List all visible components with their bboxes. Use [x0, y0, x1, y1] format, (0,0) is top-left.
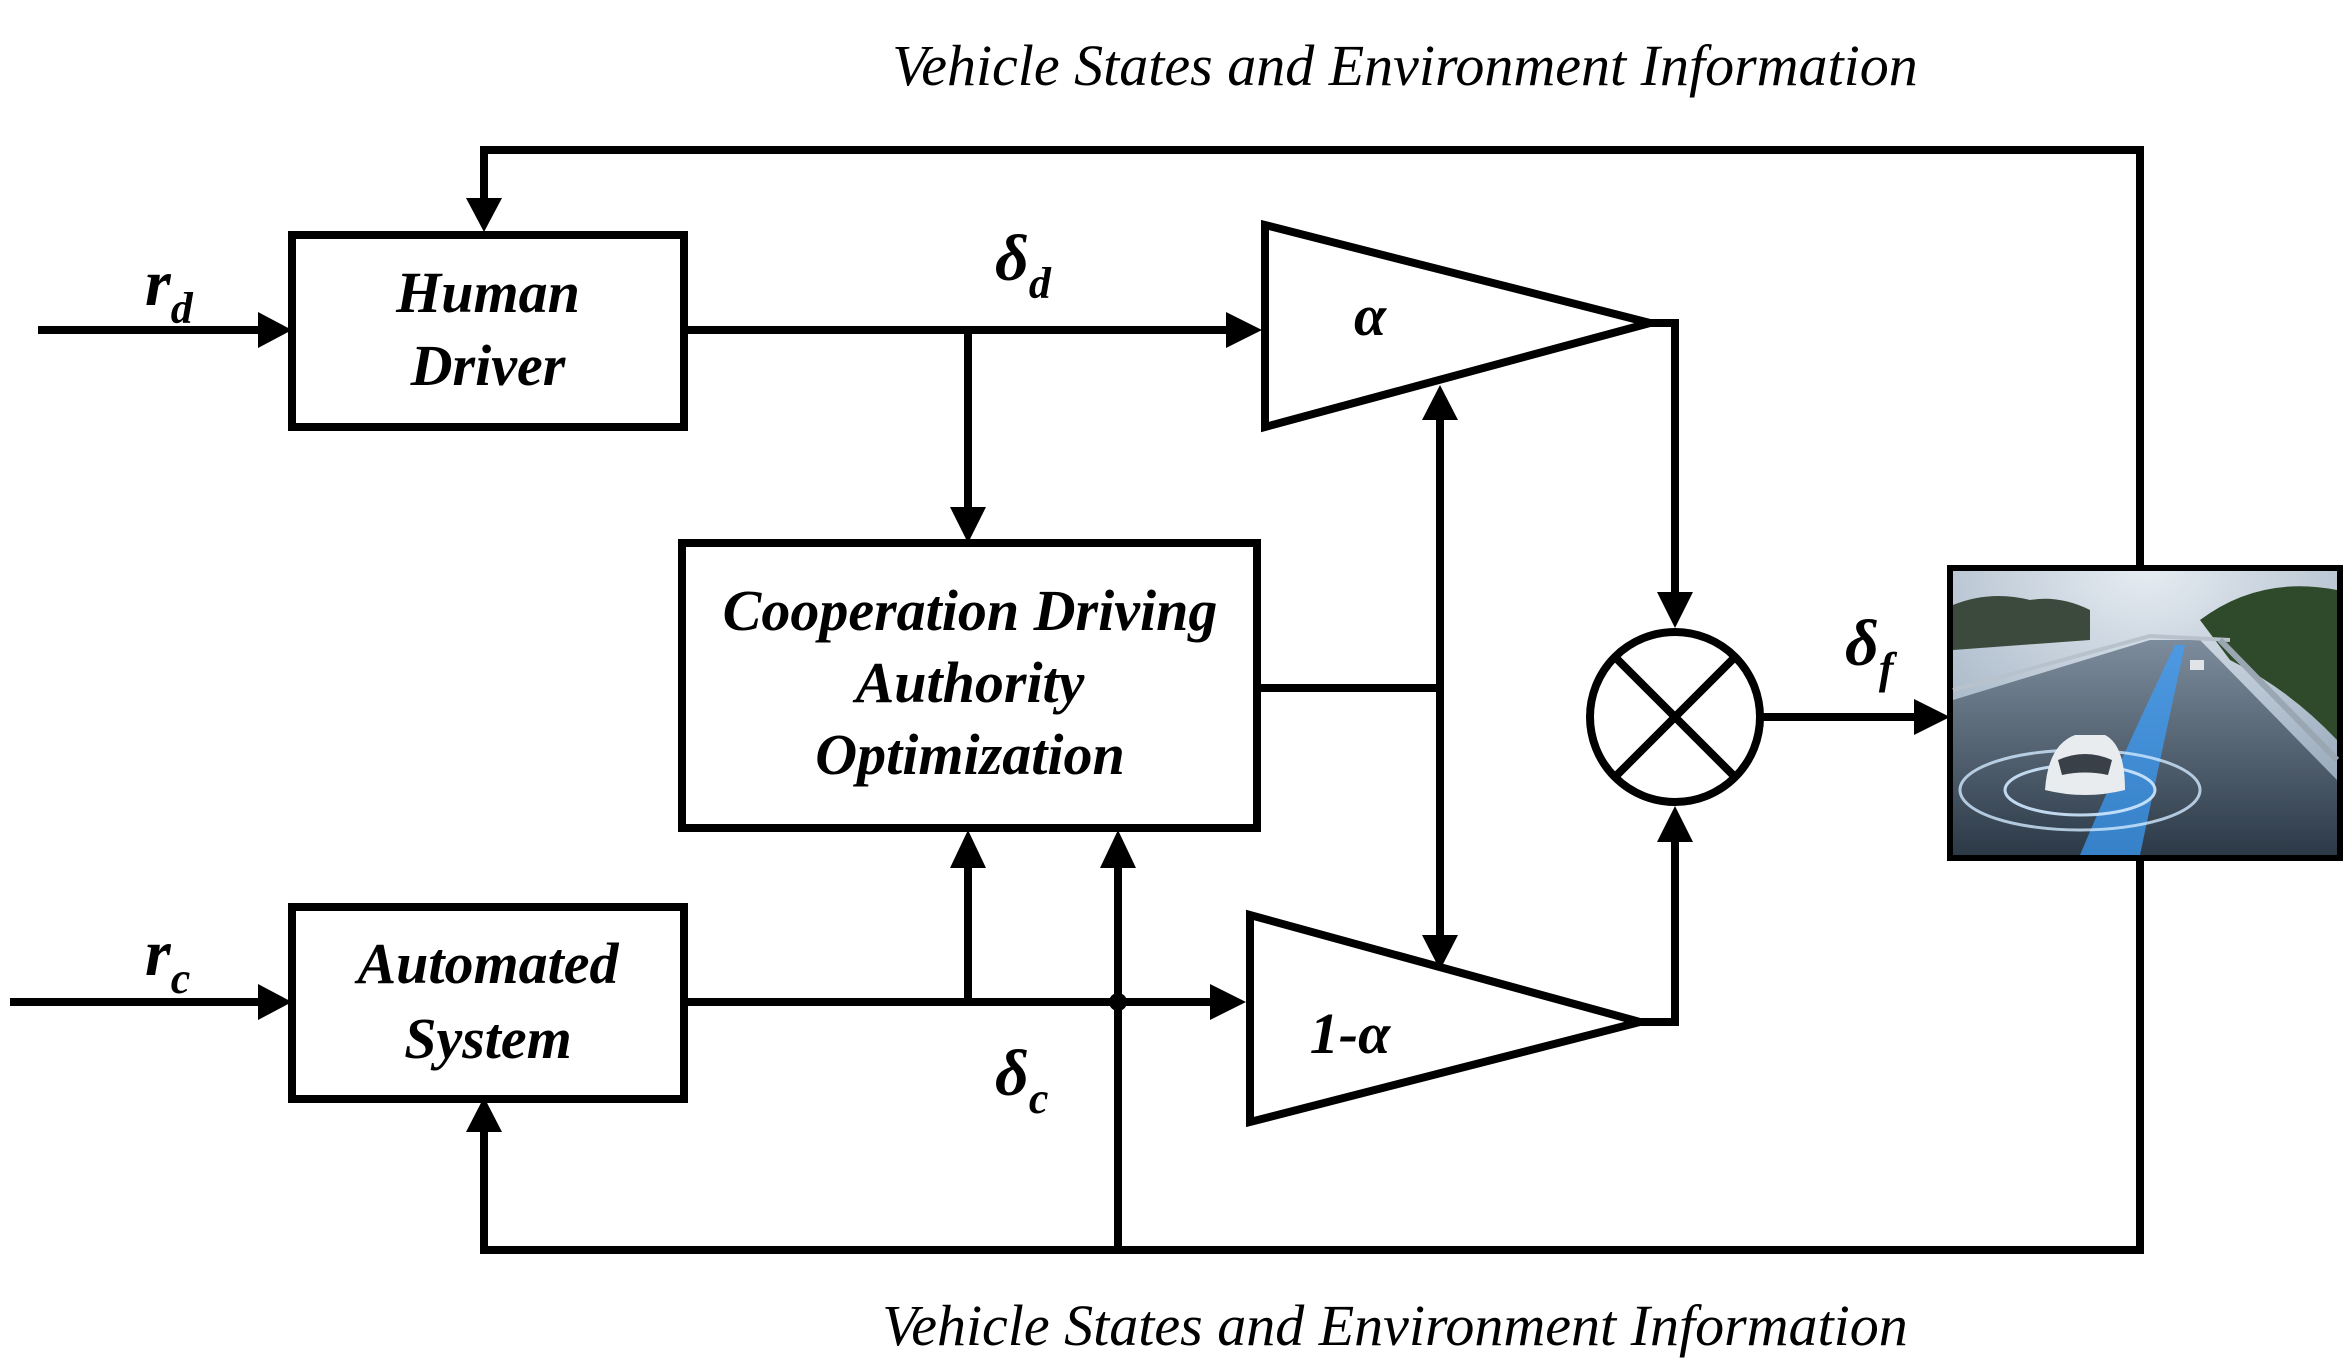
optimizer-label-line2: Authority	[853, 650, 1085, 715]
automated-system-label-line1: Automated	[354, 931, 619, 996]
arrowhead-delta-d-gain	[1226, 312, 1262, 348]
feedback-wire-bottom	[480, 855, 2144, 1254]
human-driver-label-line2: Driver	[410, 333, 566, 398]
optimizer-label-line1: Cooperation Driving	[723, 578, 1218, 643]
arrowhead-rc	[258, 984, 292, 1020]
signal-label-rd: rd	[145, 247, 194, 333]
signal-label-delta-d: δd	[995, 222, 1052, 308]
arrowhead-alpha-to-mult	[1657, 592, 1693, 628]
signal-label-rc: rc	[145, 917, 190, 1003]
arrowhead-alpha-control-down	[1422, 935, 1458, 970]
arrowhead-delta-d-optimizer	[950, 507, 986, 543]
caption-bottom: Vehicle States and Environment Informati…	[882, 1293, 1908, 1358]
multiply-junction-icon	[1586, 628, 1764, 806]
gain-alpha-label: α	[1354, 283, 1387, 348]
signal-label-delta-f: δf	[1845, 607, 1898, 693]
autonomous-car-road-image	[1947, 565, 2343, 861]
wire-crossing-dot	[1109, 993, 1127, 1011]
arrowhead-alpha-control-up	[1422, 385, 1458, 420]
arrowhead-delta-c-optimizer	[950, 830, 986, 868]
signal-label-delta-c: δc	[995, 1037, 1048, 1123]
arrowhead-feedback-optimizer	[1100, 830, 1136, 868]
gain-alpha-triangle	[1261, 219, 1666, 433]
arrowhead-rd	[258, 312, 292, 348]
caption-top: Vehicle States and Environment Informati…	[892, 33, 1918, 98]
arrowhead-feedback-human	[466, 198, 502, 232]
automated-system-label-line2: System	[404, 1006, 572, 1071]
gain-one-minus-alpha-label: 1-α	[1310, 1001, 1391, 1066]
feedback-wire-top	[480, 146, 2144, 565]
arrowhead-delta-f	[1914, 699, 1950, 735]
human-driver-block	[288, 231, 688, 431]
optimizer-label-line3: Optimization	[815, 722, 1124, 787]
gain-one-minus-alpha-triangle	[1246, 909, 1656, 1128]
arrowhead-delta-c-gain	[1210, 984, 1246, 1020]
human-driver-label-line1: Human	[395, 260, 580, 325]
arrowhead-feedback-auto	[466, 1097, 502, 1132]
arrowhead-one-minus-alpha-to-mult	[1657, 806, 1693, 842]
